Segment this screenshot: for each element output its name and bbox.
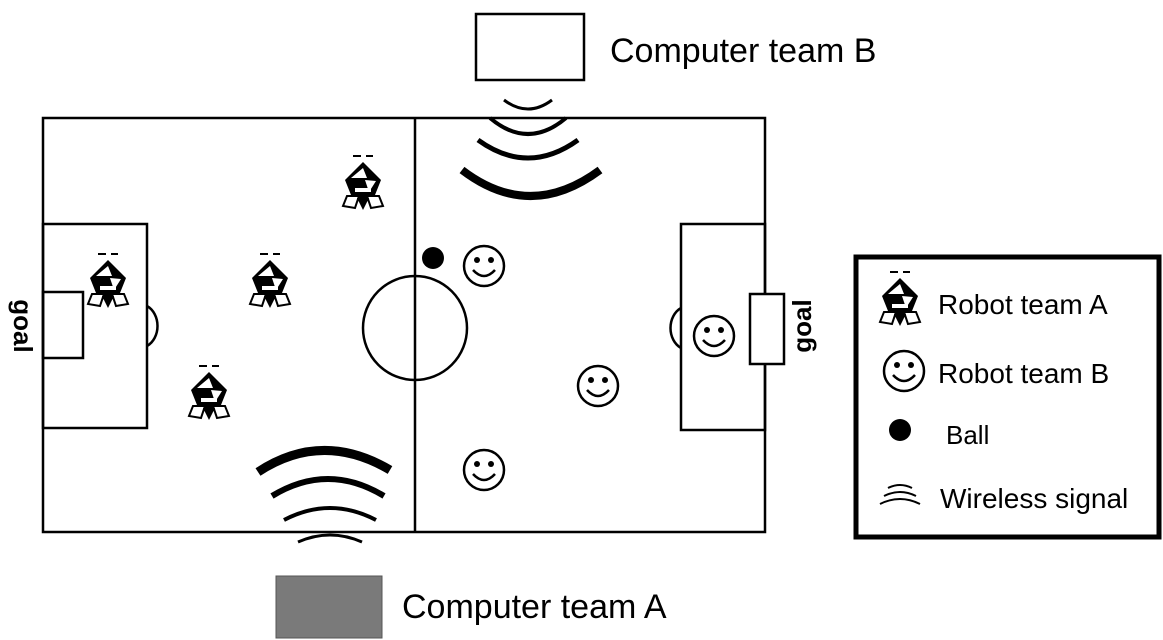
legend-item-label: Ball [946,420,989,450]
right-goal-label: goal [787,299,817,352]
wireless-signal-a [255,446,393,544]
left-goal-label: goal [8,299,38,352]
robot-team-b-icon [462,448,506,492]
robot-team-b-icon [462,244,506,288]
right-penalty-arc [669,306,682,350]
wireless-signal-b [459,98,603,200]
left-penalty-area [41,222,149,430]
center-circle [361,274,469,382]
soccer-field [41,116,786,534]
legend: Robot team A Robot team B Ball Wireless … [853,254,1162,540]
robot-team-a-icon [87,253,129,309]
computer-team-a-box [275,575,383,639]
legend-item-label: Wireless signal [940,483,1128,514]
computer-team-b-label: Computer team B [610,32,876,70]
left-goal-box [41,290,85,360]
robot-team-b-icon [576,364,620,408]
field-boundary [41,116,767,534]
ball-icon [422,247,444,269]
computer-team-a-label: Computer team A [402,588,667,626]
left-penalty-arc [146,304,159,348]
legend-item-label: Robot team B [938,358,1109,389]
robot-team-a-icon [188,365,230,421]
right-goal-box [748,292,786,366]
ball-icon [889,419,911,441]
computer-team-b-box [474,12,586,82]
legend-item-label: Robot team A [938,289,1108,320]
robot-team-a-icon [342,155,384,211]
robot-team-a-icon [249,253,291,309]
smiley-icon [882,349,926,393]
wireless-icon [879,484,921,505]
robot-team-b-icon [692,314,736,358]
